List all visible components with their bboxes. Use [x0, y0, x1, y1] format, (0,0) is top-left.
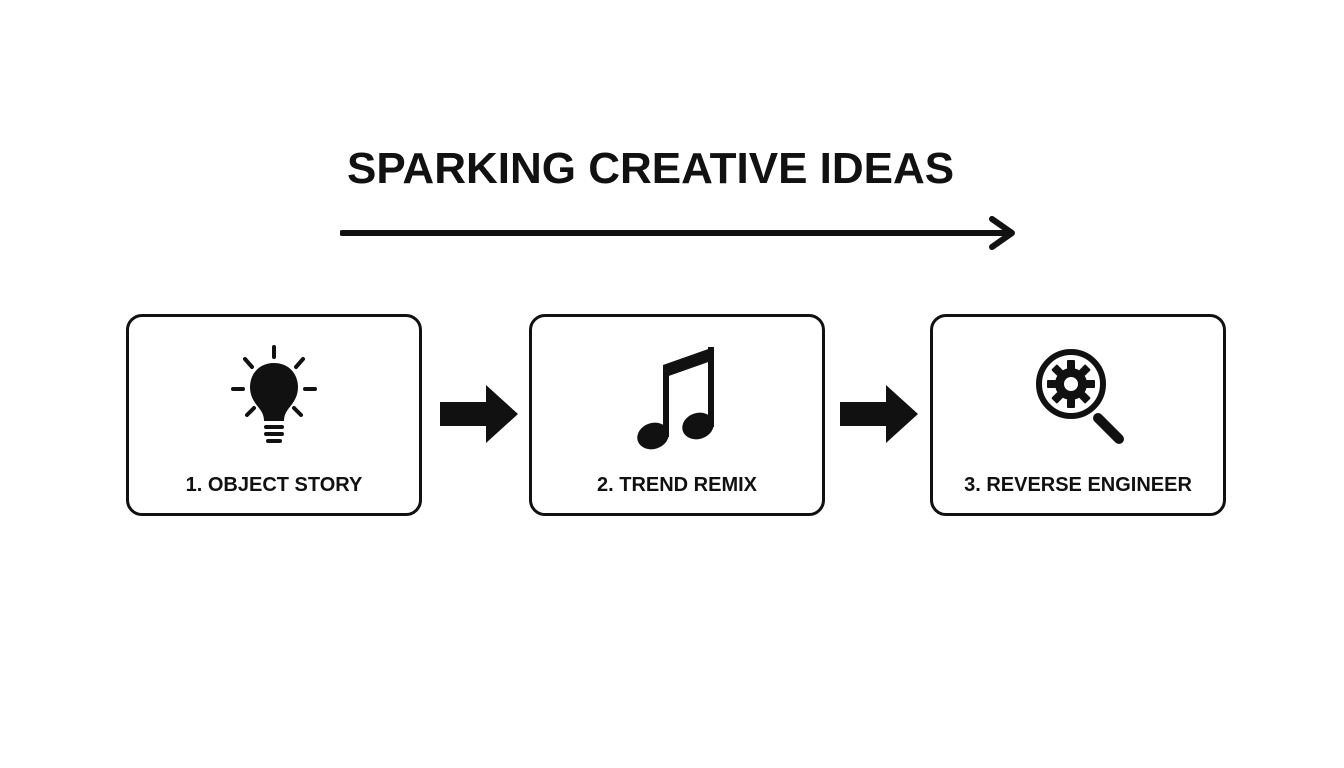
step-card-trend-remix: 2. TREND REMIX — [529, 314, 825, 516]
lightbulb-icon — [219, 343, 329, 453]
block-arrow-icon — [840, 385, 918, 443]
diagram-title: SPARKING CREATIVE IDEAS — [347, 144, 955, 193]
magnifier-gear-icon — [1023, 343, 1133, 453]
step-card-object-story: 1. OBJECT STORY — [126, 314, 422, 516]
flow-arrow-icon — [340, 216, 1015, 250]
step-label: 1. OBJECT STORY — [185, 474, 363, 496]
step-label: 3. REVERSE ENGINEER — [964, 474, 1192, 496]
step-label: 2. TREND REMIX — [596, 474, 758, 496]
block-arrow-icon — [440, 385, 518, 443]
step-card-reverse-engineer: 3. REVERSE ENGINEER — [930, 314, 1226, 516]
music-note-icon — [622, 343, 732, 453]
